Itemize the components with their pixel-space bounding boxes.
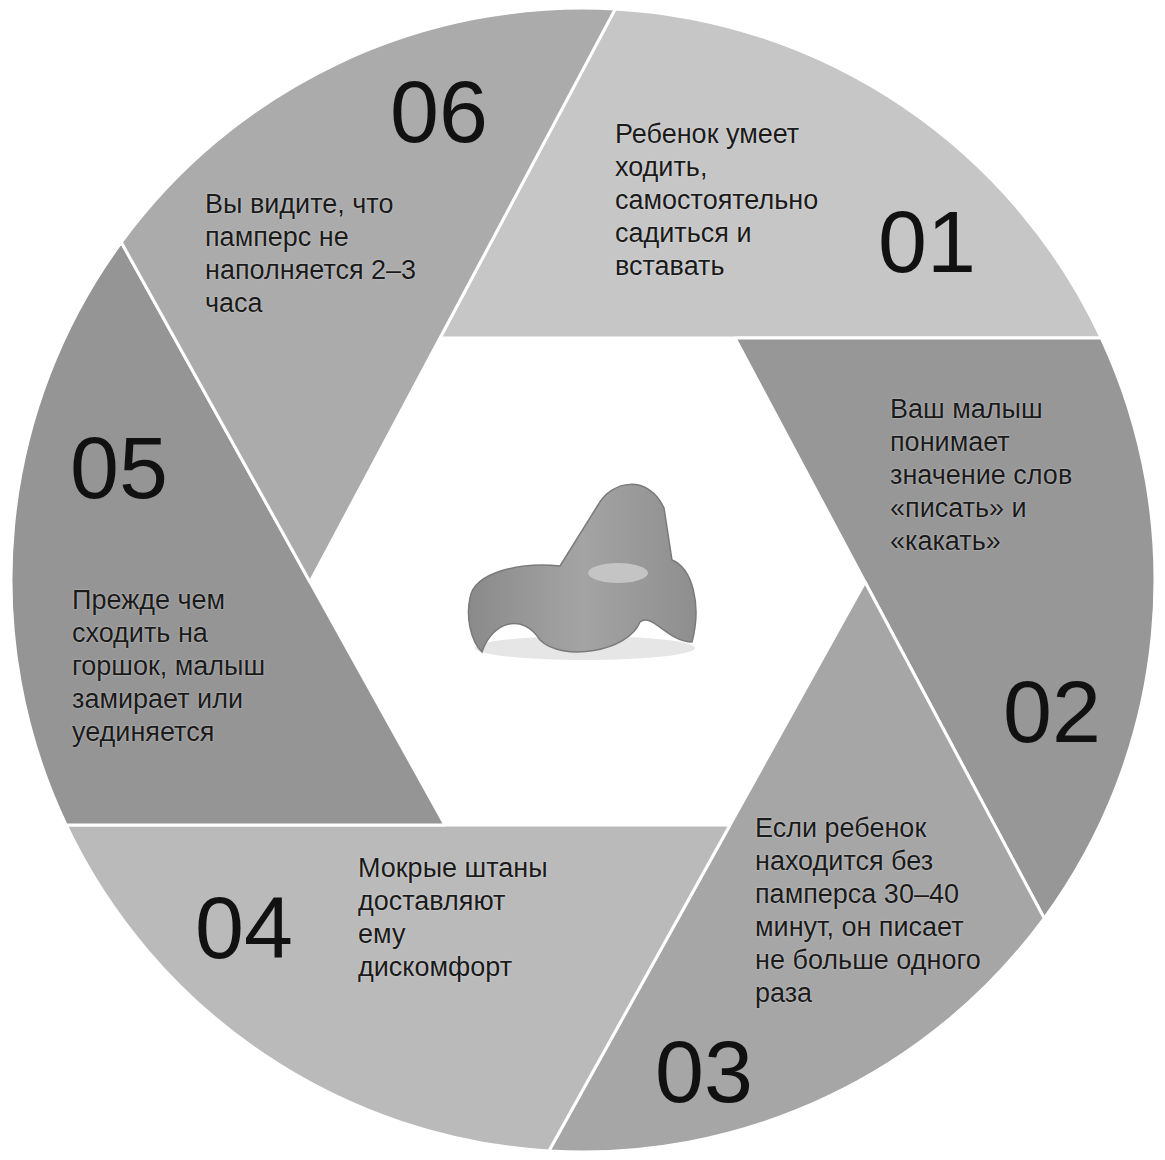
- callout-number: 05: [70, 424, 168, 512]
- blade-fill: [66, 825, 730, 1151]
- shutter-blade: 06 Вы видите, что памперс не наполняется …: [119, 6, 618, 584]
- blade-text: Ребенок умеет ходить, самостоятельно сад…: [615, 118, 867, 283]
- potty-body: [469, 484, 696, 652]
- callout-number: 03: [655, 1028, 753, 1116]
- shutter-blade: 04 Мокрые штаны доставляют ему дискомфорт: [64, 823, 732, 1153]
- blade-shape: [119, 6, 618, 584]
- blade-text: Прежде чем сходить на горшок, малыш зами…: [72, 584, 292, 749]
- callout-number: 04: [195, 884, 293, 972]
- blade-text: Вы видите, что памперс не наполняется 2–…: [205, 188, 437, 320]
- potty-opening: [588, 563, 648, 583]
- blade-fill: [121, 8, 615, 582]
- blade-text: Мокрые штаны доставляют ему дискомфорт: [358, 852, 548, 984]
- callout-number: 02: [1003, 668, 1101, 756]
- callout-number: 01: [878, 198, 976, 286]
- callout-number: 06: [390, 68, 488, 156]
- blade-text: Если ребенок находится без памперса 30–4…: [755, 812, 987, 1010]
- blade-text: Ваш малыш понимает значение слов «писать…: [890, 393, 1095, 558]
